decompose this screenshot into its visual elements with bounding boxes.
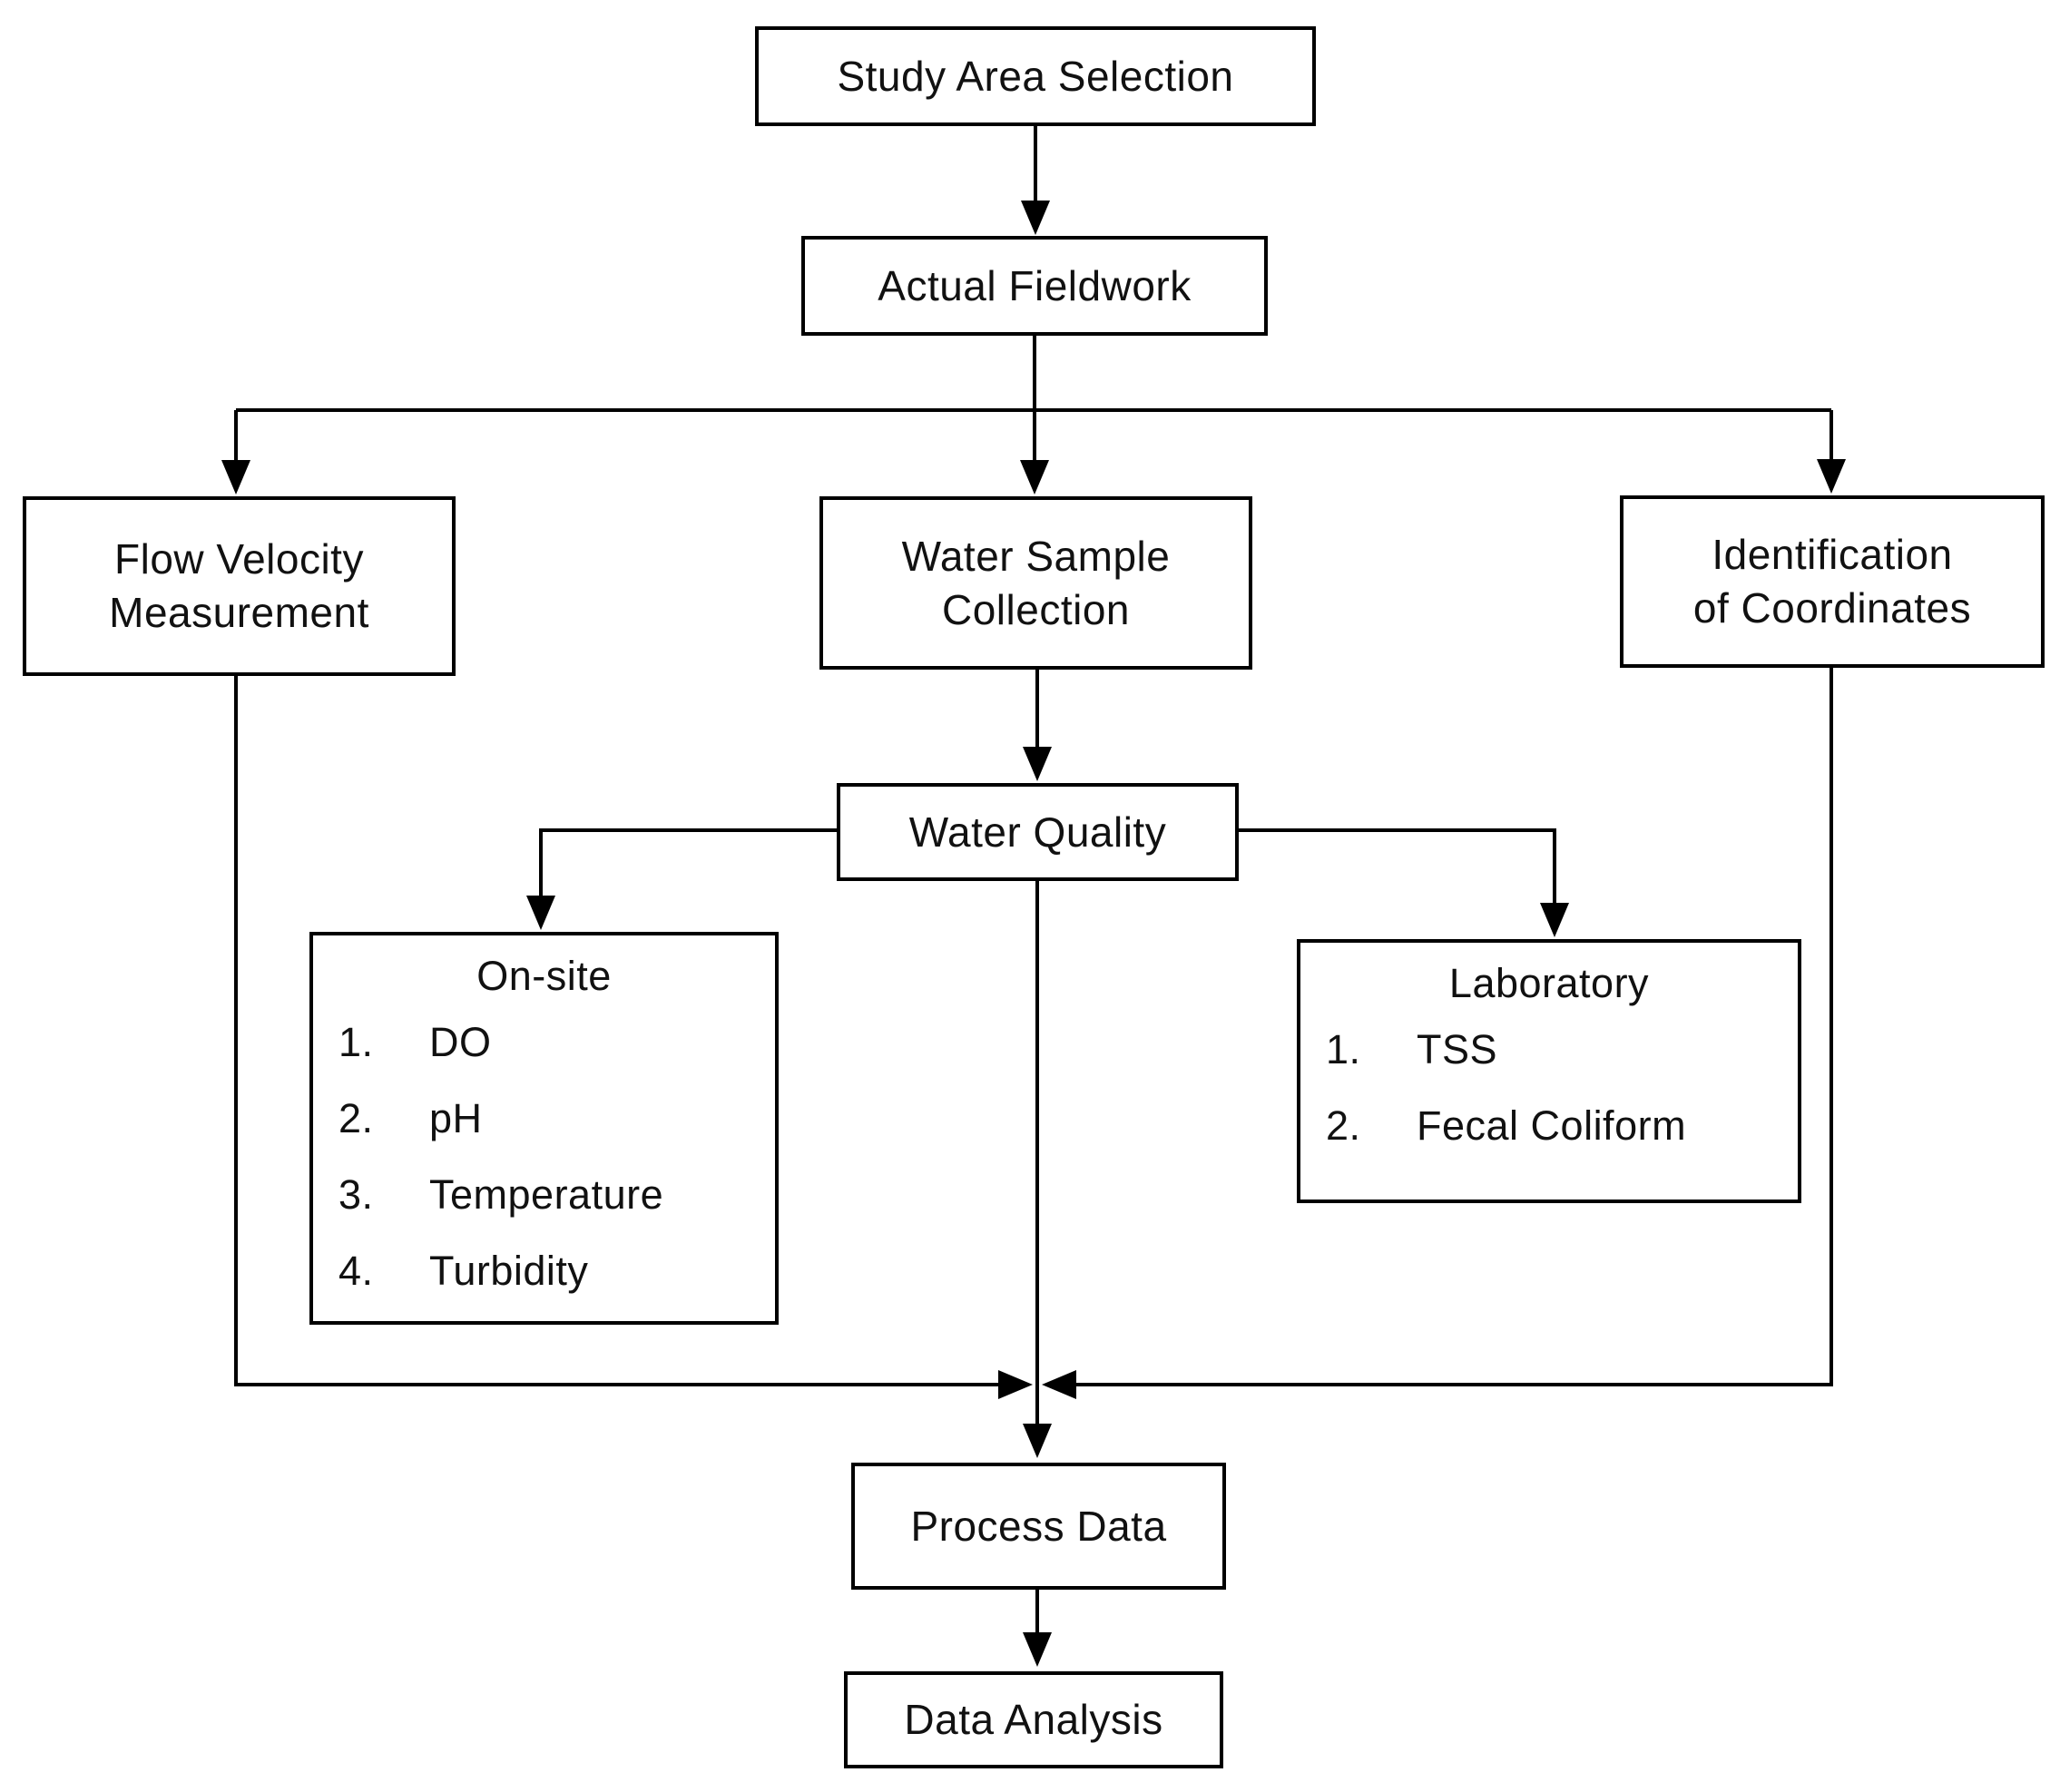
node-identification-of-coordinates: Identification of Coordinates [1620,495,2045,668]
edge-quality-to-onsite [526,828,837,930]
list-item-number: 1. [338,1019,374,1066]
node-label-line1: Identification [1712,531,1953,579]
list-item: 1. TSS [1300,1012,1798,1088]
edge-study-to-fieldwork [1021,124,1050,235]
node-label-line2: Measurement [109,589,369,636]
list-item-number: 4. [338,1248,374,1295]
list-item-text: DO [429,1019,492,1066]
node-process-data: Process Data [851,1463,1226,1590]
node-laboratory: Laboratory 1. TSS 2. Fecal Coliform [1297,939,1801,1203]
list-item-text: Turbidity [429,1248,589,1295]
list-item-text: TSS [1417,1026,1498,1073]
list-item: 3. Temperature [313,1157,775,1233]
laboratory-title: Laboratory [1448,960,1650,1006]
edge-fieldwork-branch [221,335,1846,495]
list-item-text: Temperature [429,1171,664,1219]
node-label: Actual Fieldwork [878,261,1192,309]
edge-identification-to-process [1042,667,1833,1399]
list-item-text: pH [429,1095,483,1142]
node-flow-velocity-measurement: Flow Velocity Measurement [23,496,456,676]
edge-sample-to-quality [1023,669,1052,781]
edge-quality-to-process [1023,880,1052,1458]
node-label-line2: of Coordinates [1692,584,1972,632]
list-item: 1. DO [313,1004,775,1081]
node-actual-fieldwork: Actual Fieldwork [801,236,1268,336]
edge-quality-to-laboratory [1239,828,1569,937]
list-item-text: Fecal Coliform [1417,1102,1687,1150]
list-item: 2. Fecal Coliform [1300,1088,1798,1164]
node-label: Data Analysis [904,1696,1163,1744]
node-label-line1: Flow Velocity [114,535,364,583]
list-item-number: 2. [338,1095,374,1142]
node-label: Water Quality [908,808,1167,856]
node-on-site: On-site 1. DO 2. pH 3. Temperature 4. Tu… [309,932,779,1325]
edge-process-to-analysis [1023,1590,1052,1667]
node-label-line1: Water Sample [901,532,1171,580]
list-item-number: 3. [338,1171,374,1219]
list-item-number: 1. [1326,1026,1361,1073]
list-item-number: 2. [1326,1102,1361,1150]
node-label: Process Data [910,1502,1167,1550]
node-label: Study Area Selection [837,52,1234,100]
node-study-area-selection: Study Area Selection [755,26,1316,126]
edge-flow-to-process [234,676,1033,1399]
node-water-quality: Water Quality [837,783,1239,881]
list-item: 4. Turbidity [313,1233,775,1309]
node-water-sample-collection: Water Sample Collection [819,496,1252,670]
on-site-title: On-site [476,953,612,999]
node-data-analysis: Data Analysis [844,1671,1223,1768]
list-item: 2. pH [313,1081,775,1157]
node-label-line2: Collection [942,585,1130,633]
